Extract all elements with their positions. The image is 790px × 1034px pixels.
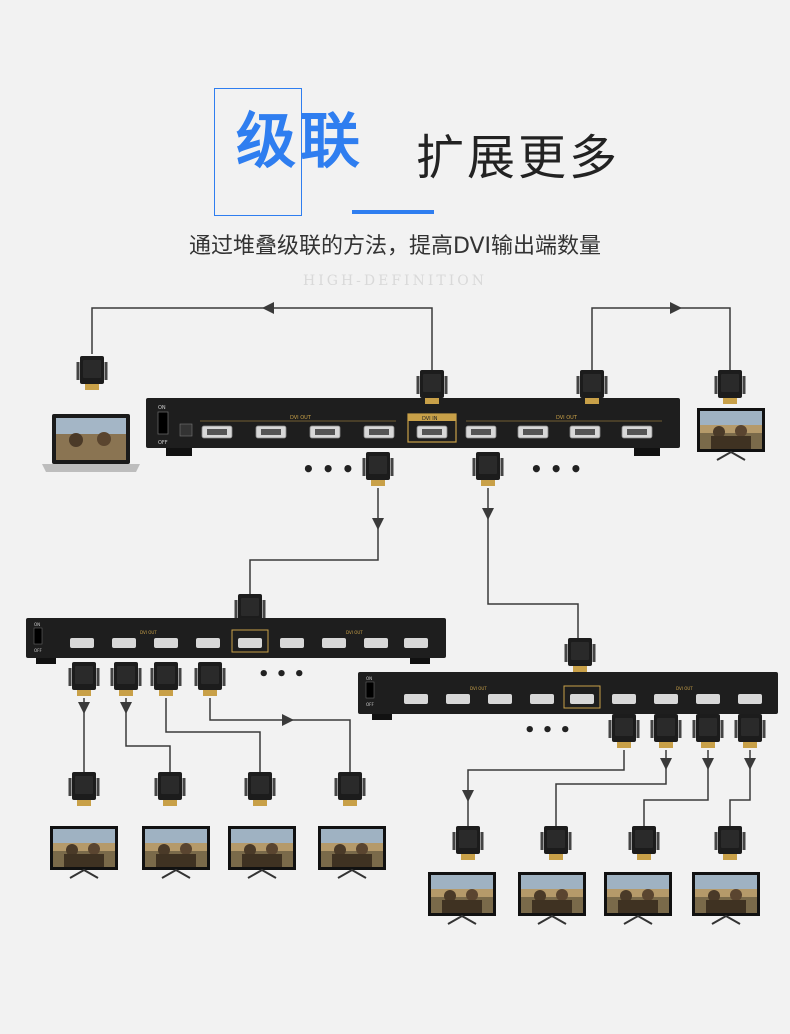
dvi-out-label: DVI OUT bbox=[140, 630, 157, 635]
dvi-plug-icon bbox=[714, 368, 746, 406]
monitor-icon bbox=[696, 407, 766, 461]
monitor-icon bbox=[141, 825, 211, 879]
page-title-secondary: 扩展更多 bbox=[416, 130, 621, 186]
power-on-label: ON bbox=[366, 676, 372, 681]
monitor-icon bbox=[317, 825, 387, 879]
dvi-plug-icon bbox=[650, 712, 682, 750]
dvi-out-port-4 bbox=[363, 425, 395, 439]
cable-to-cascade-left bbox=[249, 488, 379, 596]
dvi-plug-icon bbox=[110, 660, 142, 698]
dvi-plug-icon bbox=[564, 636, 596, 674]
splitter-device-cascade-left: ON OFF DVI OUT DVI OUT bbox=[26, 618, 446, 664]
dvi-plug-icon bbox=[194, 660, 226, 698]
arrow-right-icon bbox=[670, 302, 682, 314]
arrow-left-icon bbox=[262, 302, 274, 314]
arrow-down-icon bbox=[120, 702, 132, 714]
dvi-out-port-6 bbox=[517, 425, 549, 439]
monitor-icon bbox=[49, 825, 119, 879]
dvi-in-port bbox=[416, 425, 448, 439]
laptop-icon bbox=[42, 414, 140, 472]
dvi-plug-icon bbox=[608, 712, 640, 750]
ellipsis-left: • • • bbox=[302, 457, 354, 481]
dvi-plug-icon bbox=[334, 770, 366, 808]
title-frame bbox=[214, 88, 302, 216]
dvi-plug-icon bbox=[244, 770, 276, 808]
arrow-down-icon bbox=[462, 790, 474, 802]
dvi-out-port-8 bbox=[621, 425, 653, 439]
dvi-plug-icon bbox=[734, 712, 766, 750]
monitor-icon bbox=[517, 871, 587, 925]
splitter-device-main: ON OFF DVI OUT DVI OUT DVI IN bbox=[146, 398, 680, 456]
title-underline bbox=[352, 210, 434, 214]
arrow-down-icon bbox=[78, 702, 90, 714]
arrow-down-icon bbox=[482, 508, 494, 520]
power-off-label: OFF bbox=[34, 648, 42, 653]
dvi-plug-icon bbox=[68, 660, 100, 698]
dvi-out-label-left: DVI OUT bbox=[290, 415, 312, 421]
ellipsis-left-cascade: • • • bbox=[258, 664, 305, 685]
power-off-label: OFF bbox=[366, 702, 374, 707]
arrow-down-icon bbox=[372, 518, 384, 530]
dvi-out-label: DVI OUT bbox=[470, 686, 487, 691]
ellipsis-right: • • • bbox=[530, 457, 582, 481]
page-subtitle: 通过堆叠级联的方法，提高DVI输出端数量 bbox=[188, 234, 602, 259]
splitter-device-cascade-right: ON OFF DVI OUT DVI OUT bbox=[358, 672, 778, 720]
dvi-out-port-1 bbox=[201, 425, 233, 439]
cable-to-laptop bbox=[91, 307, 433, 372]
monitor-icon bbox=[603, 871, 673, 925]
dvi-out-port-5 bbox=[465, 425, 497, 439]
dvi-out-port-2 bbox=[255, 425, 287, 439]
dvi-plug-icon bbox=[150, 660, 182, 698]
arrow-down-icon bbox=[702, 758, 714, 770]
dvi-plug-icon bbox=[714, 824, 746, 862]
dvi-plug-icon bbox=[154, 770, 186, 808]
dvi-plug-icon bbox=[472, 450, 504, 488]
dvi-out-label: DVI OUT bbox=[346, 630, 363, 635]
arrow-down-icon bbox=[660, 758, 672, 770]
power-off-label: OFF bbox=[158, 440, 168, 446]
dvi-out-label: DVI OUT bbox=[676, 686, 693, 691]
dvi-out-label-right: DVI OUT bbox=[556, 415, 578, 421]
cable-to-cascade-right bbox=[487, 488, 579, 640]
dvi-in-label: DVI IN bbox=[422, 416, 438, 422]
dvi-plug-icon bbox=[68, 770, 100, 808]
arrow-right-icon bbox=[282, 714, 294, 726]
arrow-down-icon bbox=[744, 758, 756, 770]
dvi-plug-icon bbox=[540, 824, 572, 862]
monitor-icon bbox=[427, 871, 497, 925]
monitor-icon bbox=[227, 825, 297, 879]
watermark-text: HIGH-DEFINITION bbox=[303, 273, 487, 289]
cable-to-right-monitor bbox=[591, 307, 731, 372]
dvi-plug-icon bbox=[692, 712, 724, 750]
dvi-out-port-7 bbox=[569, 425, 601, 439]
dvi-plug-icon bbox=[628, 824, 660, 862]
page-title: 级联 bbox=[236, 107, 364, 177]
power-on-label: ON bbox=[34, 622, 40, 627]
dvi-out-port-3 bbox=[309, 425, 341, 439]
monitor-icon bbox=[691, 871, 761, 925]
ellipsis-right-cascade: • • • bbox=[524, 720, 571, 741]
dvi-plug-icon bbox=[452, 824, 484, 862]
dvi-plug-icon bbox=[362, 450, 394, 488]
dvi-plug-icon bbox=[76, 354, 108, 392]
power-on-label: ON bbox=[158, 405, 166, 411]
